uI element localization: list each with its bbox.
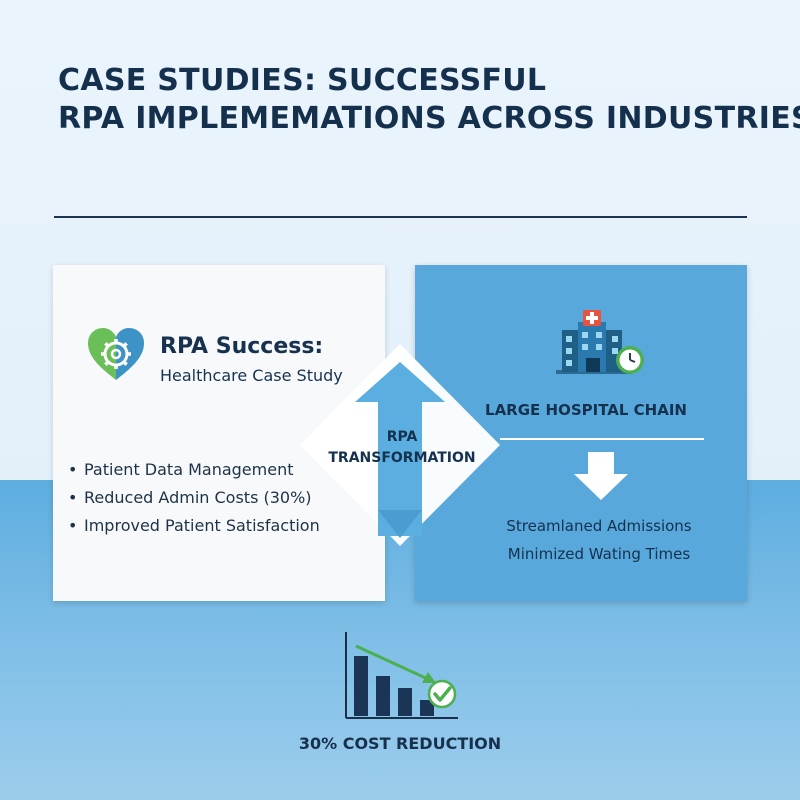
case-subheading: Healthcare Case Study (160, 366, 343, 385)
list-item: •Patient Data Management (68, 460, 294, 479)
page-title: CASE STUDIES: SUCCESSFUL RPA IMPLEMEMATI… (58, 62, 800, 138)
heart-gear-icon (88, 328, 144, 380)
transformation-label: RPA TRANSFORMATION (328, 429, 476, 466)
transformation-arrow-icon (300, 344, 500, 546)
down-arrow-icon (574, 452, 628, 500)
cost-reduction-label: 30% COST REDUCTION (298, 734, 502, 753)
page-title-line-1: CASE STUDIES: SUCCESSFUL (58, 63, 547, 98)
bar-chart-check-icon (345, 632, 458, 719)
results-list: Streamlaned Admissions Minimized Wating … (470, 512, 728, 568)
title-divider (54, 216, 747, 218)
list-item: Minimized Wating Times (507, 545, 691, 563)
list-item: •Improved Patient Satisfaction (68, 516, 320, 535)
hospital-chain-heading: LARGE HOSPITAL CHAIN (485, 401, 687, 419)
list-item: Streamlaned Admissions (506, 517, 692, 535)
list-item: •Reduced Admin Costs (30%) (68, 488, 312, 507)
case-heading: RPA Success: (160, 334, 324, 359)
hospital-clock-icon (556, 310, 644, 374)
page-title-line-2: RPA IMPLEMEMATIONS ACROSS INDUSTRIES (58, 101, 800, 136)
benefit-list: •Patient Data Management •Reduced Admin … (68, 456, 320, 540)
hospital-divider (500, 438, 704, 440)
